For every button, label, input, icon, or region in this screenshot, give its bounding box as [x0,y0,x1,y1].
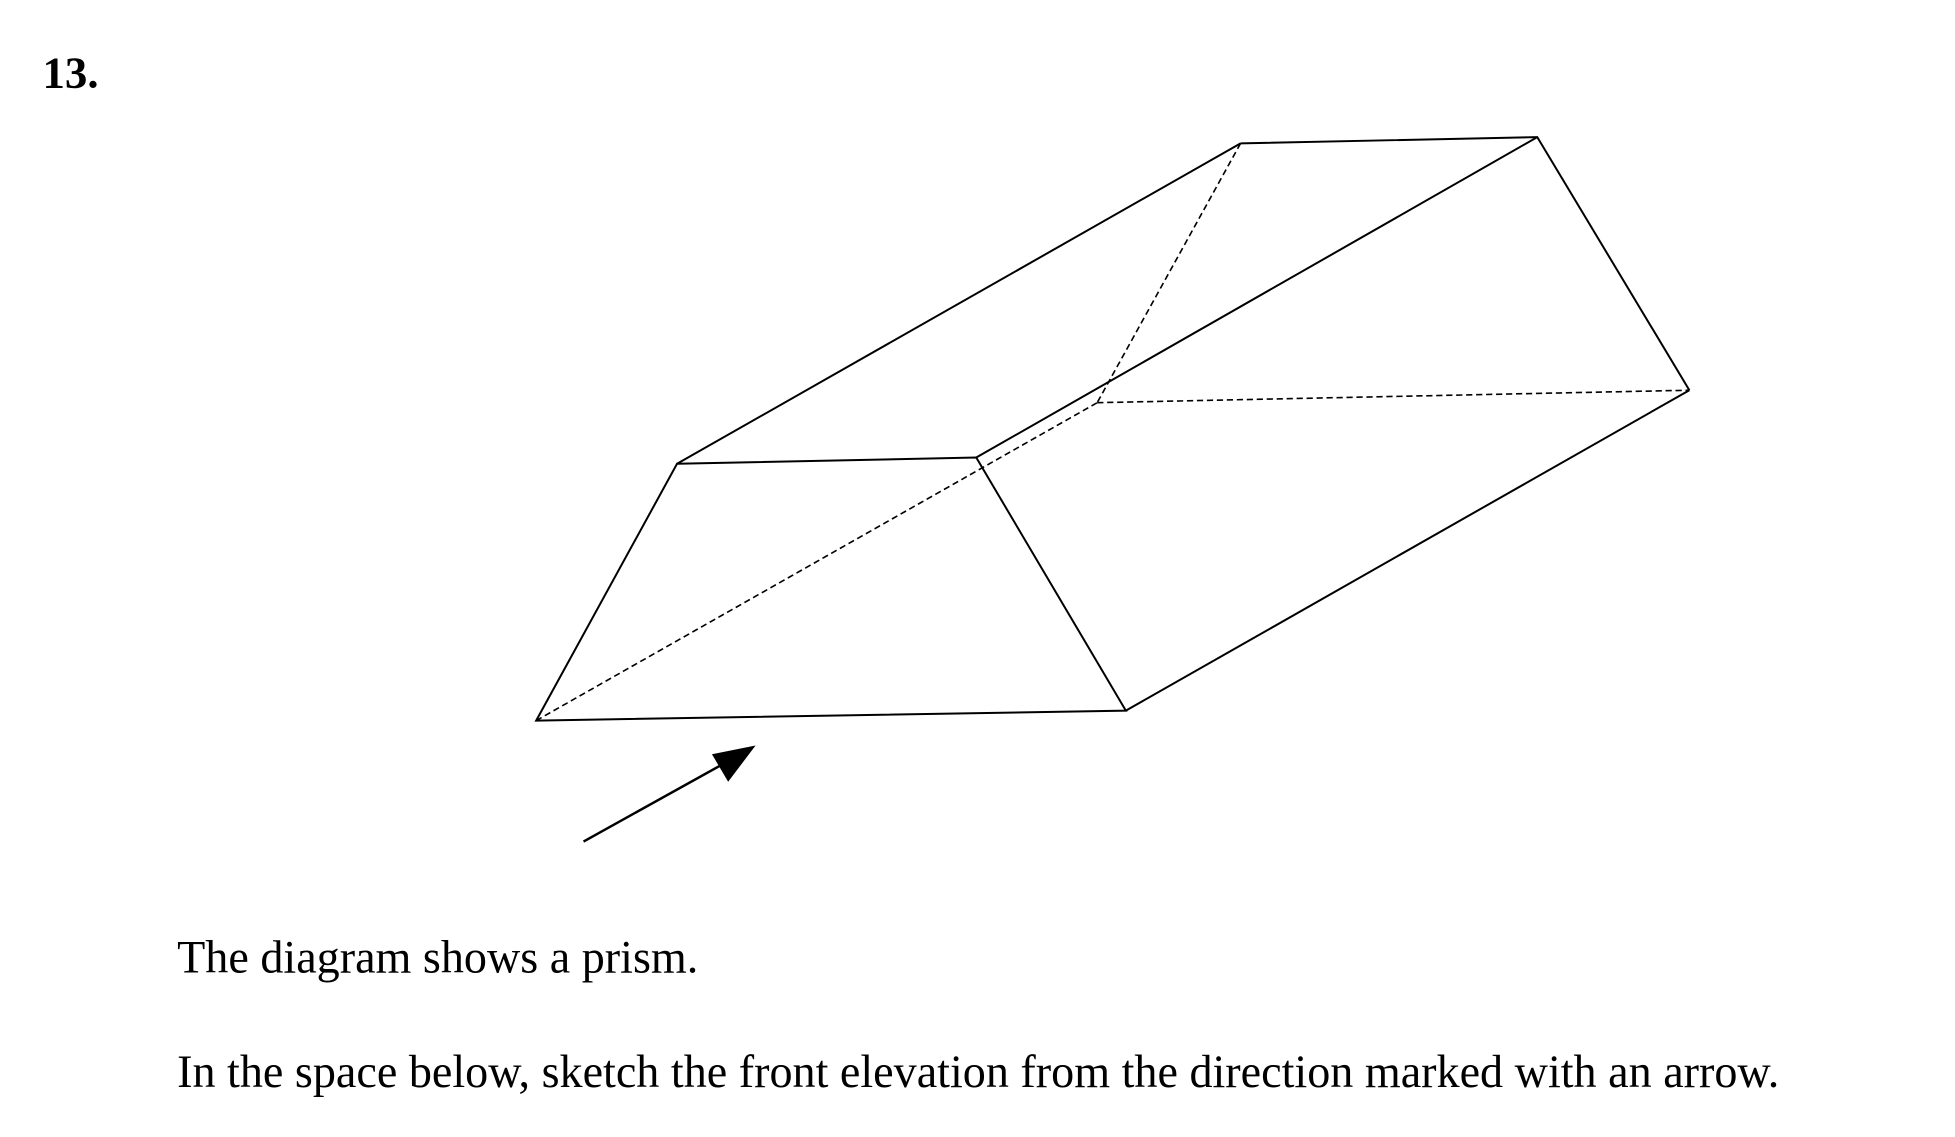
hidden-edge-back-left [1096,142,1242,404]
question-statement: The diagram shows a prism. [177,931,698,982]
front-face [534,456,1128,722]
back-face-edges [1240,136,1691,391]
question-number: 13. [42,47,98,97]
hidden-edge-back-bottom [1097,389,1690,404]
edge-top-right [975,136,1538,459]
edge-bottom-right [1125,389,1690,712]
question-instruction: In the space below, sketch the front ele… [177,1046,1779,1097]
prism-diagram [534,136,1691,722]
arrow-up-right-icon [582,745,756,843]
edge-top-left [676,142,1242,465]
hidden-edge-bottom-left [535,401,1098,722]
